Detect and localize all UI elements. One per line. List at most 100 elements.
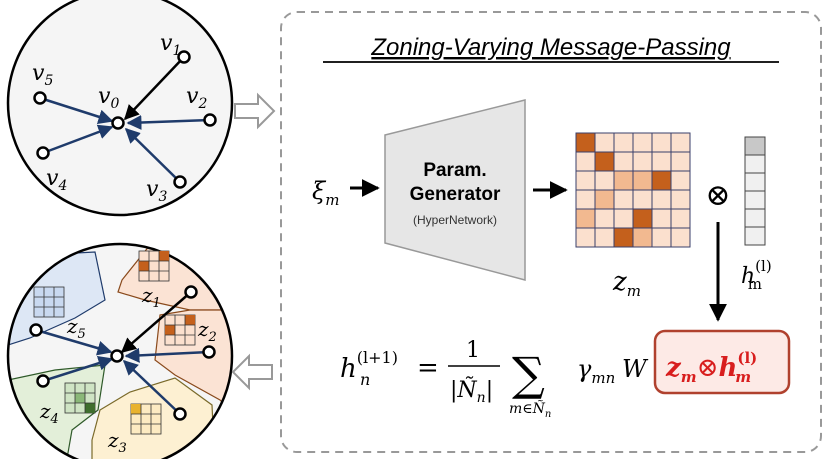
hollow-arrow-right — [234, 92, 276, 130]
matrix-cell — [632, 151, 653, 172]
matrix-cell — [651, 151, 672, 172]
matrix-cell — [575, 189, 596, 210]
matrix-cell — [613, 132, 634, 153]
znode-0 — [110, 349, 124, 363]
edge-v2-v0 — [126, 115, 211, 131]
edge-v1-v0 — [123, 56, 185, 121]
matrix-cell — [575, 132, 596, 153]
generator-line2: Generator — [410, 184, 501, 205]
matrix-cell — [632, 189, 653, 210]
hidden-vector-cell — [744, 136, 766, 156]
edge-v3-v0 — [124, 127, 181, 183]
zedge-2-0 — [124, 347, 210, 363]
zone-4-matrix — [64, 382, 96, 414]
label-v1: v1 — [160, 31, 181, 59]
label-v2: v2 — [186, 84, 207, 112]
znode-3 — [173, 407, 187, 421]
zone-1-matrix — [138, 250, 170, 282]
matrix-label: zm — [612, 267, 641, 300]
node-v2 — [203, 113, 217, 127]
matrix-cell — [632, 227, 653, 248]
formula-lhs: h(l+1)n — [340, 348, 398, 389]
highlighted-term-box — [653, 329, 791, 395]
znode-4 — [36, 374, 50, 388]
edge-v5-v0 — [39, 96, 114, 125]
node-v1 — [177, 50, 191, 64]
zone-2-label: z2 — [197, 317, 217, 345]
matrix-cell — [632, 170, 653, 191]
formula-sum-symbol: ∑ — [512, 347, 545, 401]
zone-5-label: z5 — [66, 314, 86, 342]
hidden-label: h(l)m — [741, 257, 772, 293]
formula-weight: W — [622, 355, 649, 383]
label-v0: v0 — [98, 84, 119, 112]
zone-3-label: z3 — [107, 428, 127, 456]
zone-5-matrix — [33, 286, 65, 318]
label-v4: v4 — [46, 166, 67, 194]
matrix-cell — [575, 208, 596, 229]
node-v5 — [33, 91, 47, 105]
formula-numerator: 1 — [466, 338, 480, 363]
label-v3: v3 — [146, 177, 167, 205]
zedge-4-0 — [42, 355, 114, 383]
parameter-matrix — [575, 132, 691, 248]
zone-1-label: z1 — [141, 283, 161, 311]
matrix-cell — [670, 227, 691, 248]
formula-denominator: |Ñn| — [450, 375, 493, 406]
node-v0 — [111, 116, 125, 130]
generator-line1: Param. — [423, 160, 486, 181]
highlighted-term: zm⊗h(l)m — [665, 349, 757, 386]
matrix-cell — [613, 170, 634, 191]
znode-1 — [184, 285, 198, 299]
znode-5 — [29, 323, 43, 337]
matrix-cell — [670, 208, 691, 229]
znode-2 — [202, 345, 216, 359]
matrix-cell — [594, 208, 615, 229]
hidden-vector — [744, 136, 766, 246]
hidden-vector-cell — [744, 154, 766, 174]
zone-3-matrix — [130, 403, 162, 435]
hidden-vector-cell — [744, 208, 766, 228]
matrix-cell — [575, 170, 596, 191]
zoned-graph: z1 z2 z3 z4 z5 — [6, 242, 234, 459]
formula-sum-subscript: m∈Ñn — [509, 399, 551, 420]
generator-line3: (HyperNetwork) — [413, 213, 497, 227]
otimes-symbol: ⊗ — [705, 178, 730, 213]
matrix-cell — [575, 151, 596, 172]
matrix-cell — [670, 132, 691, 153]
zedge-1-0 — [120, 291, 192, 353]
formula-equals: = — [417, 353, 439, 383]
node-v3 — [173, 175, 187, 189]
matrix-cell — [632, 132, 653, 153]
matrix-cell — [594, 189, 615, 210]
edge-v4-v0 — [42, 124, 114, 155]
matrix-cell — [594, 132, 615, 153]
matrix-cell — [594, 227, 615, 248]
label-v5: v5 — [32, 61, 53, 89]
matrix-cell — [613, 227, 634, 248]
message-passing-panel — [280, 11, 822, 453]
matrix-cell — [670, 151, 691, 172]
zone-4-label: z4 — [39, 399, 59, 427]
zedge-5-0 — [35, 328, 113, 356]
hidden-vector-cell — [744, 226, 766, 246]
node-v4 — [36, 146, 50, 160]
zedge-3-0 — [122, 359, 181, 415]
matrix-cell — [594, 151, 615, 172]
zone-2-matrix — [164, 314, 196, 346]
hidden-vector-cell — [744, 172, 766, 192]
zoned-graph-boundary — [6, 242, 234, 459]
matrix-cell — [670, 189, 691, 210]
matrix-cell — [651, 189, 672, 210]
hypernetwork-block — [384, 99, 526, 281]
top-graph: v0 v1 v2 v3 v4 v5 — [6, 0, 234, 217]
matrix-cell — [594, 170, 615, 191]
hidden-vector-cell — [744, 190, 766, 210]
formula-gamma: γmn — [577, 355, 615, 387]
top-graph-boundary — [6, 0, 234, 217]
matrix-cell — [613, 151, 634, 172]
matrix-cell — [651, 208, 672, 229]
matrix-cell — [651, 132, 672, 153]
xi-input-label: ξm — [312, 177, 339, 209]
